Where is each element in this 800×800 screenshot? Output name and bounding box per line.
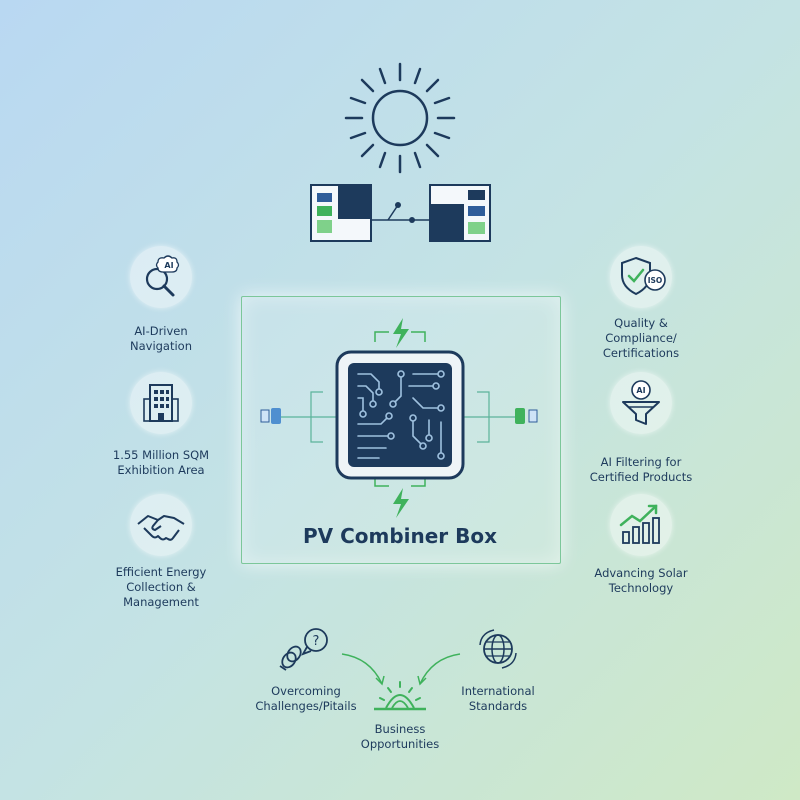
feature-label-quality-compliance: Quality & Compliance/ Certifications <box>602 316 680 360</box>
ai-magnifier-icon: AI <box>130 246 192 308</box>
sunrise-icon <box>374 681 426 711</box>
growth-chart-icon <box>610 494 672 556</box>
label-overcoming-challenges: Overcoming Challenges/Pitails <box>255 684 357 713</box>
building-icon <box>130 372 192 434</box>
sun-icon <box>344 62 456 174</box>
feature-label-solar-technology: Advancing Solar Technology <box>594 566 688 595</box>
ai-funnel-icon: AI <box>610 372 672 434</box>
question-badge: ? <box>313 634 320 649</box>
label-international-standards: International Standards <box>461 684 535 713</box>
iso-shield-icon: ISO <box>610 246 672 308</box>
arrows-to-opportunities <box>341 653 461 686</box>
handshake-icon <box>130 494 192 556</box>
globe-icon <box>479 629 517 669</box>
lightning-icon <box>393 488 409 518</box>
diagram-title: PV Combiner Box <box>302 524 498 548</box>
feature-label-ai-filtering: AI Filtering for Certified Products <box>589 455 693 484</box>
feature-label-energy-management: Efficient Energy Collection & Management <box>115 565 207 609</box>
label-business-opportunities: Business Opportunities <box>360 722 440 751</box>
feature-label-exhibition-area: 1.55 Million SQM Exhibition Area <box>112 448 210 477</box>
question-bubble-icon: ? <box>279 628 328 671</box>
iso-badge: ISO <box>648 276 663 285</box>
lightning-icon <box>393 318 409 348</box>
feature-label-ai-navigation: AI-Driven Navigation <box>129 324 193 353</box>
combiner-box-diagram <box>260 318 538 518</box>
ai-badge: AI <box>164 261 173 270</box>
ai-badge: AI <box>636 386 645 395</box>
solar-modules-icon <box>310 184 491 242</box>
